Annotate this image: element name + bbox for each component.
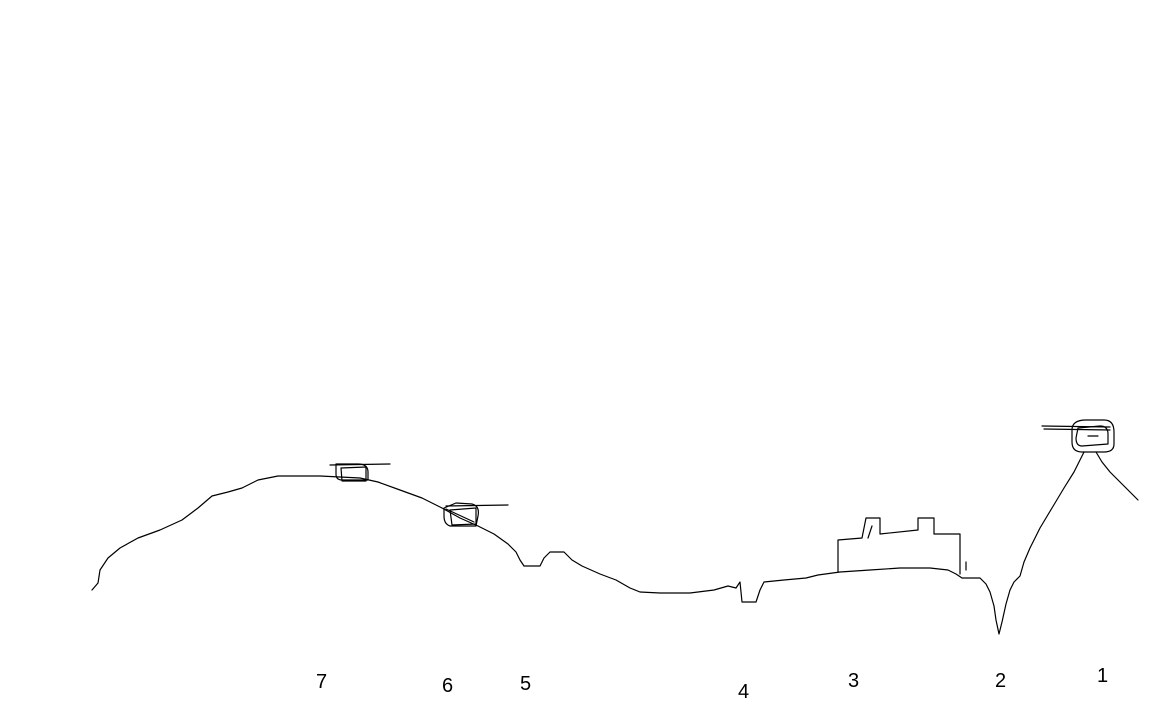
bunker-6-icon [443, 502, 509, 527]
marker-label-3: 3 [848, 670, 860, 692]
marker-label-5: 5 [520, 673, 532, 695]
peak-right-slope [1095, 451, 1139, 501]
building-3-icon [837, 517, 967, 575]
marker-label-6: 6 [442, 675, 454, 697]
marker-label-7: 7 [316, 671, 328, 693]
marker-label-2: 2 [995, 670, 1007, 692]
marker-label-1: 1 [1097, 665, 1109, 687]
bunker-1-icon [1041, 419, 1115, 453]
terrain-profile-line [91, 451, 1085, 635]
bunker-7-icon [329, 463, 391, 482]
marker-label-4: 4 [738, 681, 750, 703]
